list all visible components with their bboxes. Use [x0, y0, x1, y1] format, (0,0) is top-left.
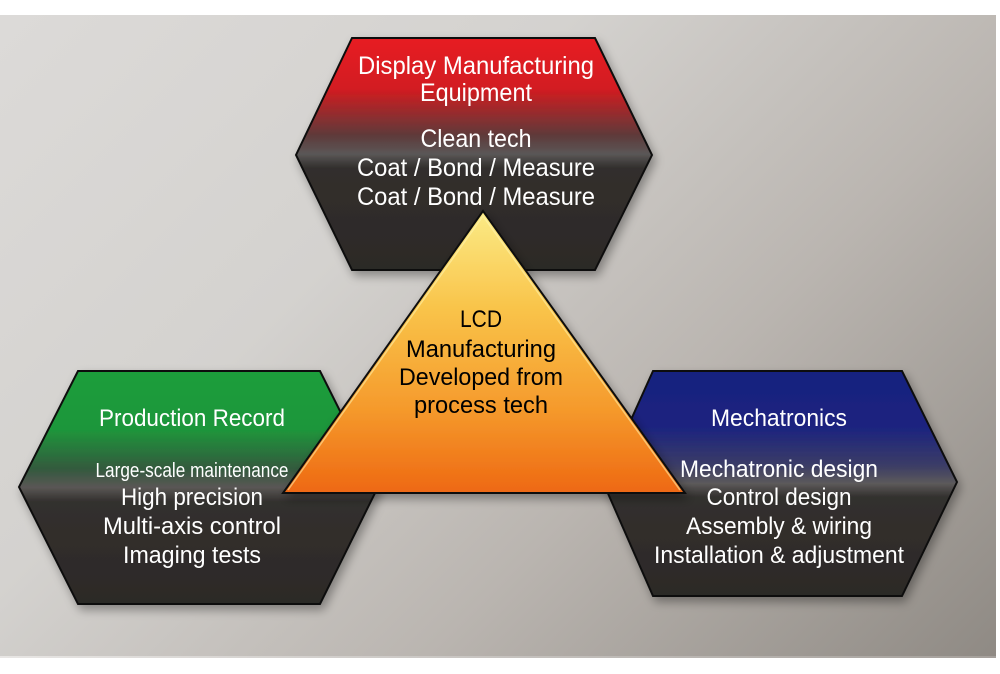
top-hexagon-item: Coat / Bond / Measure	[357, 183, 595, 211]
center-triangle-shape	[281, 209, 687, 494]
right-hexagon-item: Assembly & wiring	[686, 513, 872, 540]
top-hexagon-item: Coat / Bond / Measure	[357, 154, 595, 182]
right-hexagon-title: Mechatronics	[711, 405, 847, 432]
center-triangle-line: Developed from	[399, 364, 563, 391]
right-hexagon-item: Installation & adjustment	[654, 542, 904, 569]
left-hexagon-item: Large-scale maintenance	[96, 460, 289, 482]
center-triangle-line: process tech	[414, 392, 548, 419]
center-triangle-line: LCD	[460, 306, 502, 333]
right-hexagon-item: Control design	[707, 484, 852, 511]
top-hexagon-shape	[294, 37, 654, 271]
left-hexagon: Production Record Large-scale maintenanc…	[17, 370, 380, 605]
left-hexagon-item: High precision	[121, 484, 263, 511]
left-hexagon-title: Production Record	[99, 405, 285, 432]
center-triangle-line: Manufacturing	[406, 336, 556, 363]
center-triangle: LCD Manufacturing Developed from process…	[281, 209, 687, 494]
top-hexagon-title-line-1: Display Manufacturing	[358, 52, 594, 80]
right-hexagon-item: Mechatronic design	[680, 456, 878, 483]
top-hexagon-title-line-2: Equipment	[420, 79, 532, 107]
center-triangle-highlight	[287, 214, 681, 491]
left-hexagon-shape	[17, 370, 380, 605]
divider-line	[0, 656, 996, 658]
top-hexagon-item: Clean tech	[421, 125, 532, 153]
top-hexagon: Display Manufacturing Equipment Clean te…	[294, 37, 654, 271]
left-hexagon-item: Multi-axis control	[103, 513, 281, 540]
left-hexagon-item: Imaging tests	[123, 542, 261, 569]
right-hexagon: Mechatronics Mechatronic design Control …	[601, 370, 959, 597]
